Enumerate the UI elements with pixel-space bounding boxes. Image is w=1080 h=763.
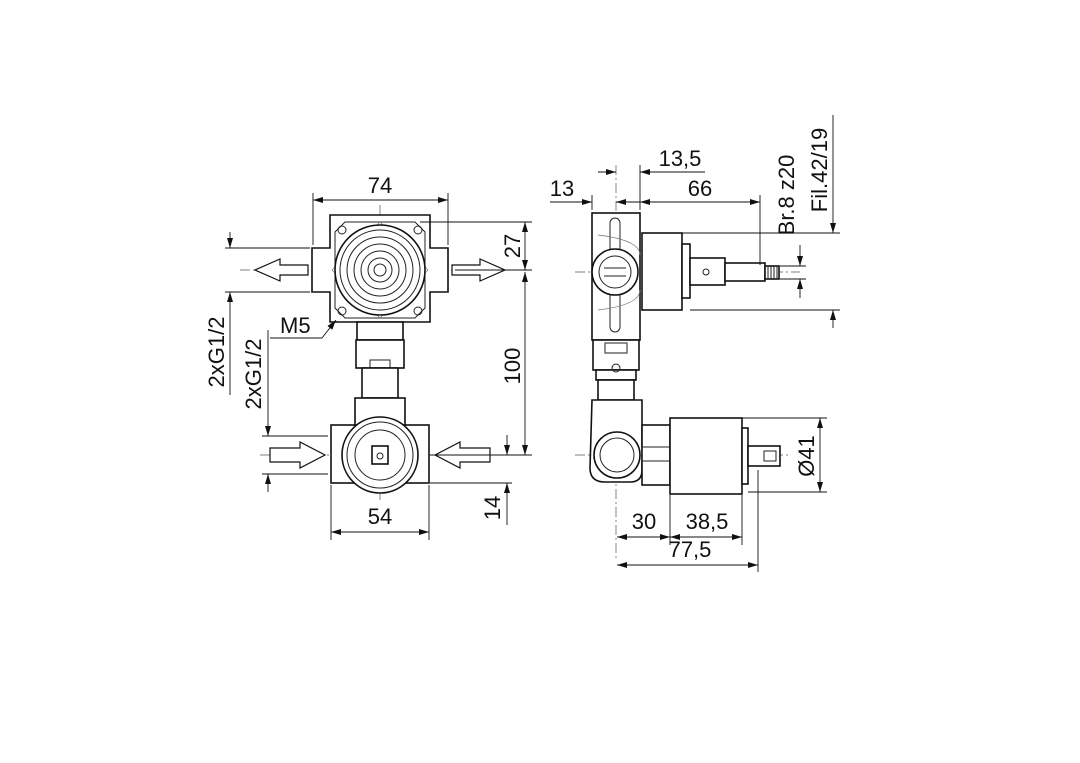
side-view: 13 13,5 66 Br.8 z20 Fil.42/19 Ø41 30 38,… — [550, 115, 840, 572]
dimension-14: 14 — [480, 496, 505, 520]
inlet-arrow-left-icon — [269, 441, 327, 469]
inlet-thread-label: 2xG1/2 — [241, 339, 266, 410]
side-pipe — [592, 339, 640, 401]
front-view: 74 54 27 100 14 2xG1/2 2xG1/2 M5 — [204, 173, 532, 540]
dimension-diameter-41: Ø41 — [794, 435, 819, 477]
dimension-13-5: 13,5 — [659, 146, 702, 171]
lower-valve-side — [589, 399, 781, 495]
dimension-100: 100 — [500, 348, 525, 385]
dimension-54: 54 — [368, 504, 392, 529]
upper-valve-body — [311, 214, 449, 323]
outlet-arrow-left-icon — [253, 258, 309, 282]
spindle-spec-label: Br.8 z20 — [774, 155, 799, 236]
outlet-thread-label: 2xG1/2 — [204, 317, 229, 388]
thread-spec-label: Fil.42/19 — [807, 128, 832, 212]
dimension-38-5: 38,5 — [686, 509, 729, 534]
lower-valve-body — [330, 416, 430, 494]
connecting-pipe — [354, 321, 406, 427]
dimension-27: 27 — [500, 234, 525, 258]
dimension-13: 13 — [550, 176, 574, 201]
upper-valve-side — [591, 212, 780, 341]
dimension-66: 66 — [688, 176, 712, 201]
dimension-30: 30 — [632, 509, 656, 534]
dimension-77-5: 77,5 — [669, 537, 712, 562]
dimension-74: 74 — [368, 173, 392, 198]
mount-screw-label: M5 — [280, 313, 311, 338]
